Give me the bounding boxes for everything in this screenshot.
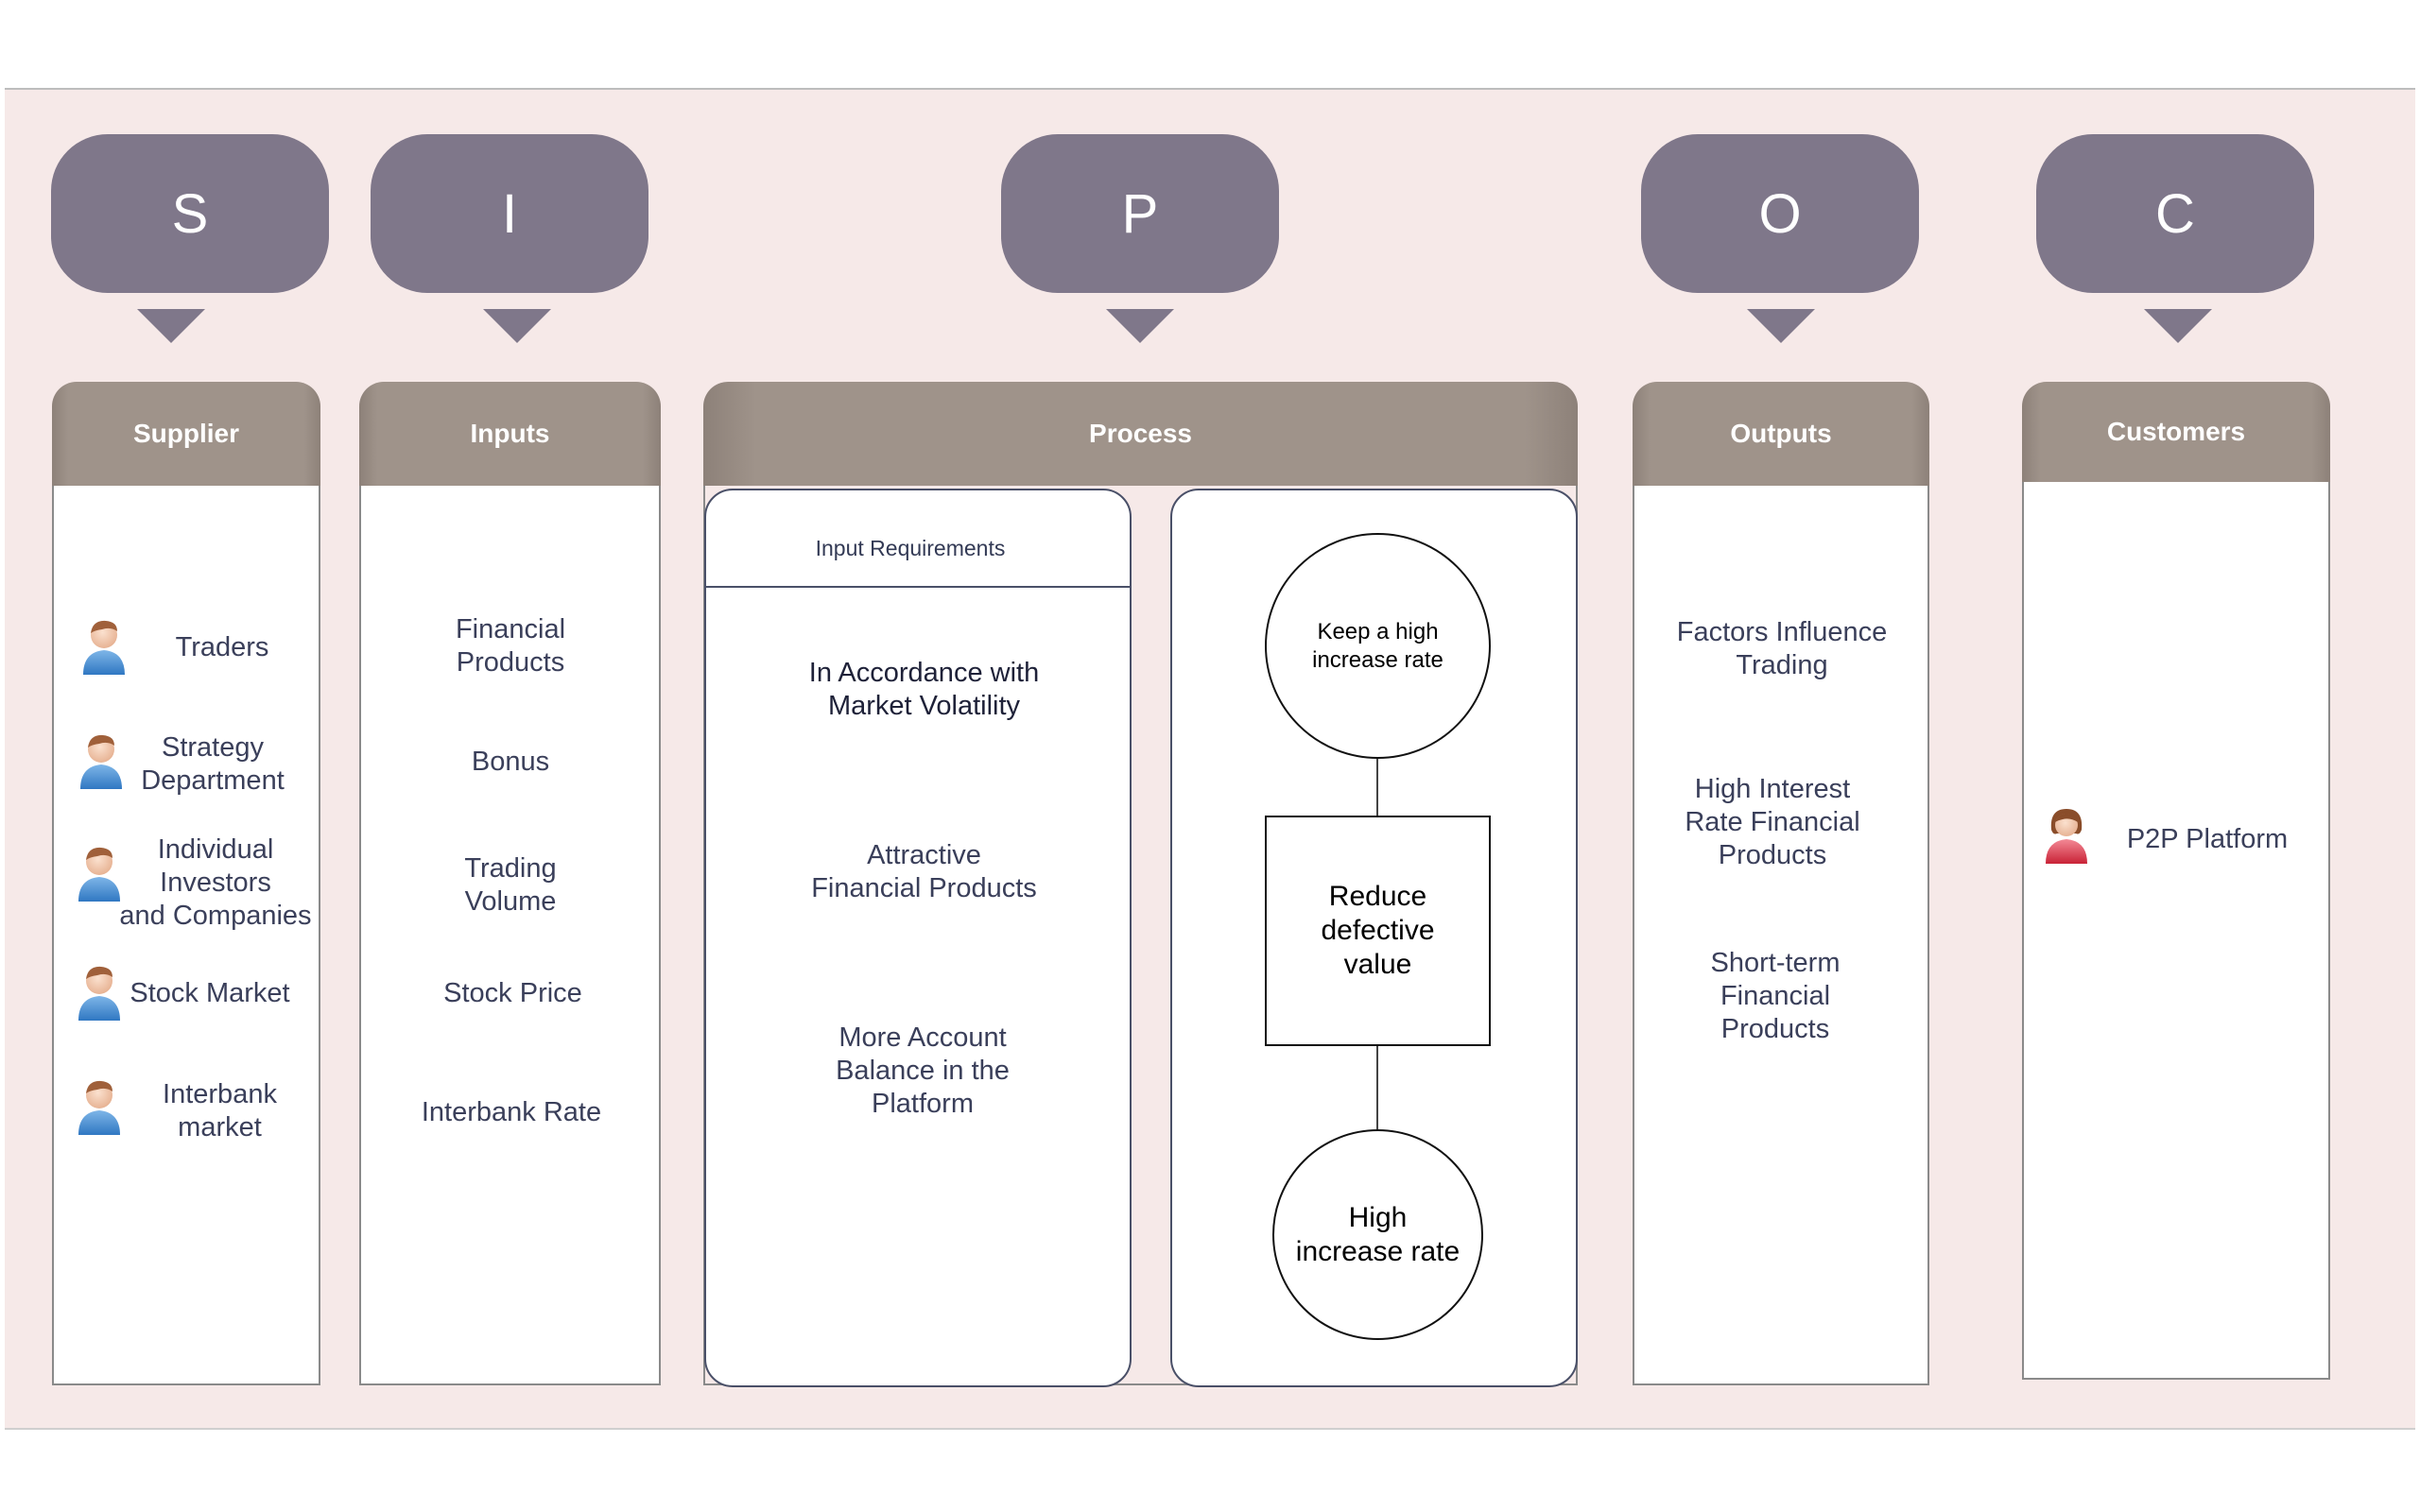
letter-bubble-p: P — [1001, 134, 1279, 293]
output-item-high-interest: High Interest Rate Financial Products — [1685, 774, 1860, 870]
supplier-label-stock-market: Stock Market — [130, 978, 290, 1008]
letter-bubble-c: C — [2036, 134, 2314, 293]
person-female-red-icon — [2046, 809, 2087, 864]
supplier-label-strategy: Strategy Department — [141, 732, 285, 796]
header-outputs: Outputs — [1633, 382, 1929, 486]
person-male-blue-icon — [78, 1080, 120, 1135]
person-male-blue-icon — [83, 620, 125, 675]
pointer-p-icon — [1106, 309, 1174, 343]
supplier-label-interbank: Interbank market — [163, 1079, 277, 1143]
customers-column — [2022, 482, 2330, 1380]
header-inputs: Inputs — [359, 382, 661, 486]
flow-node-high-increase-rate: High increase rate — [1272, 1129, 1483, 1340]
person-male-blue-icon — [78, 847, 120, 902]
input-item-bonus: Bonus — [471, 747, 550, 777]
input-item-interbank-rate: Interbank Rate — [421, 1097, 602, 1127]
flow-connector-top — [1376, 756, 1378, 818]
supplier-label-traders: Traders — [175, 632, 269, 662]
letter-bubble-o: O — [1641, 134, 1919, 293]
pointer-i-icon — [483, 309, 551, 343]
requirement-item-volatility: In Accordance with Market Volatility — [808, 658, 1040, 721]
requirement-item-balance: More Account Balance in the Platform — [836, 1022, 1010, 1119]
letter-bubble-i: I — [371, 134, 648, 293]
header-supplier: Supplier — [52, 382, 320, 486]
flow-node-keep-high-rate: Keep a high increase rate — [1265, 533, 1491, 759]
pointer-s-icon — [137, 309, 205, 343]
output-item-short-term: Short-term Financial Products — [1710, 948, 1841, 1044]
input-item-trading-volume: Trading Volume — [464, 853, 557, 917]
input-requirements-panel — [704, 489, 1132, 1387]
inputs-column — [359, 486, 661, 1385]
input-item-stock-price: Stock Price — [443, 978, 582, 1008]
header-process: Process — [703, 382, 1578, 486]
flow-node-reduce-defective: Reduce defective value — [1265, 816, 1491, 1046]
customer-label-p2p: P2P Platform — [2126, 824, 2289, 854]
person-male-blue-icon — [78, 966, 120, 1021]
output-item-factors: Factors Influence Trading — [1676, 617, 1888, 680]
requirements-divider — [706, 586, 1130, 588]
requirement-item-attractive: Attractive Financial Products — [811, 840, 1037, 903]
supplier-label-investors: Individual Investors and Companies — [119, 834, 312, 931]
input-item-financial-products: Financial Products — [455, 614, 566, 678]
requirements-title: Input Requirements — [815, 536, 1006, 560]
pointer-o-icon — [1747, 309, 1815, 343]
person-male-blue-icon — [80, 734, 122, 789]
header-customers: Customers — [2022, 382, 2330, 482]
letter-bubble-s: S — [51, 134, 329, 293]
pointer-c-icon — [2144, 309, 2212, 343]
outputs-column — [1633, 486, 1929, 1385]
flow-connector-bottom — [1376, 1044, 1378, 1131]
